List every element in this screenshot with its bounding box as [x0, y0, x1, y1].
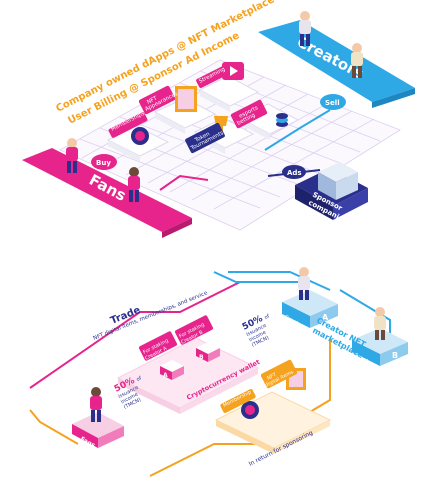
flow-arrows-bottom [29, 271, 391, 477]
person-fan-bottom [90, 387, 102, 422]
token-b-letter: B [199, 354, 204, 361]
sell-badge: Sell [320, 94, 346, 110]
nft-items-label-1: NFT [266, 372, 278, 382]
creator-b-box: Creator B [352, 307, 408, 368]
creator-a-letter: A [322, 313, 329, 322]
card-esports-betting: esports betting [230, 99, 300, 140]
sell-label: Sell [325, 99, 340, 107]
card-streaming: Streaming [196, 62, 260, 112]
nft-digital-items: NFT digital items [260, 359, 306, 390]
staking-token-a: A For staking Creator A [139, 331, 184, 380]
person-creator-top-1 [299, 11, 311, 46]
card-nft-appearance: NFT Appearances [138, 85, 217, 134]
creator-b-letter: B [392, 351, 398, 360]
building-icon [318, 162, 358, 200]
sponsor-block: Sponsor companies [295, 162, 368, 225]
pct-left: 50% of issuance income (TMCN) [113, 375, 143, 410]
person-fan-top-2 [128, 167, 140, 202]
buy-label: Buy [96, 159, 111, 167]
play-icon [230, 66, 238, 76]
token-a-letter: A [163, 372, 168, 379]
coin-stack-icon [276, 113, 288, 127]
creator-a-box: Creator A [282, 267, 338, 330]
person-creator-top-2 [351, 43, 363, 78]
buy-badge: Buy [91, 154, 117, 170]
trophy-icon [214, 116, 228, 131]
ads-label: Ads [287, 169, 302, 177]
card-nft-label-1: NFT [146, 95, 159, 105]
pct-left-sub-1: of [136, 375, 143, 383]
card-memberships: Memberships [106, 111, 170, 162]
staking-token-b: B For staking Creator B [175, 315, 220, 362]
person-fan-top-1 [66, 138, 78, 173]
card-token-tournaments: Token Tournaments [185, 116, 255, 154]
ads-badge: Ads [282, 165, 306, 179]
person-creator-b [374, 307, 386, 340]
pct-right: 50% of issuance income (TMCN) [241, 313, 271, 348]
fans-box: Fans [72, 387, 124, 449]
person-creator-a [298, 267, 310, 300]
pct-right-sub-1: of [264, 313, 271, 321]
